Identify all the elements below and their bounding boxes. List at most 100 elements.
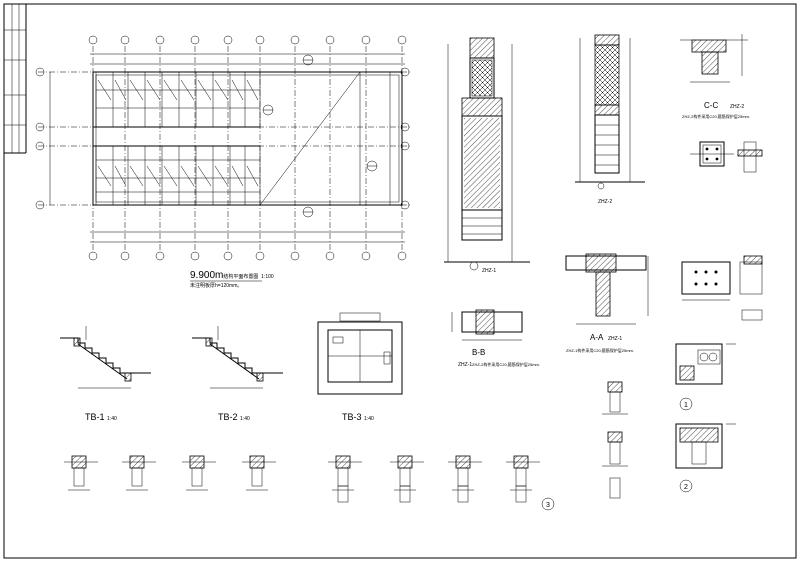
beam-section [73,337,81,347]
bb-sub: ZHZ-1 [458,362,472,368]
detail-1-marker [679,397,693,411]
beam-section [249,455,265,469]
axis-bubble-bottom [397,251,407,261]
axis-bubble-bottom [120,251,130,261]
axis-bubble-bottom [223,251,233,261]
bb-section [451,309,523,341]
beam-detail [448,455,482,503]
beam-section [189,455,205,469]
pier-section [399,485,411,503]
beam-detail [122,455,156,491]
axis-bubble-top [361,35,371,45]
axis-bubble-right [400,141,410,151]
axis-bubble-right [400,122,410,132]
stair-steps [77,338,127,374]
axis-bubble-top [155,35,165,45]
stair-sections [60,326,283,389]
aa-section [565,253,649,325]
detail-1-number: 1 [684,402,688,409]
column-section [73,467,85,487]
slab-mark [97,79,112,101]
beam-detail [506,455,540,503]
beam-section [335,455,351,469]
column-section [457,467,469,487]
cc-note: ZHZ-2构件采用C20,箍筋保护层25mm. [682,113,750,119]
column-section [337,467,349,487]
sheet-border [3,3,797,559]
axis-bubble-left [35,200,45,210]
slab-mark [231,165,244,187]
stair-title-2: TB-2 1:40 [218,412,250,422]
plan-inner-outline [95,74,400,203]
pier-section [337,485,349,503]
axis-bubble-bottom [88,251,98,261]
pier-section [457,485,469,503]
floor-plan [35,35,410,261]
slab-mark [197,165,212,187]
column-section [515,467,527,487]
axis-bubble-bottom [155,251,165,261]
zhz1-elevation [444,37,530,271]
zhz1-label: ZHZ-1 [482,268,496,274]
plan-title: 9.900m结构平面布置图 1:100 [190,270,274,281]
axis-bubble-right [400,200,410,210]
cc-sub: ZHZ-2 [730,104,744,110]
zhz2-elevation [575,34,645,190]
stair-title-1: TB-1 1:40 [85,412,117,422]
beam-section [397,455,413,469]
axis-bubble-top [120,35,130,45]
slab-mark [146,79,161,101]
detail-3-marker [541,497,555,511]
zhz2-label: ZHZ-2 [598,199,612,205]
bb-note: ZHZ-2构件采用C20,箍筋保护层25mm. [472,361,540,367]
aa-title: A-A [590,333,604,342]
detail-1 [675,343,736,385]
pier-section [515,485,527,503]
slab-mark [163,165,178,187]
beam-section [205,337,213,347]
plan-note: 未注明板厚h=120mm。 [190,282,242,289]
detail-2-marker [679,479,693,493]
slab-mark [146,165,161,187]
axis-bubble-top [223,35,233,45]
slab-mark [214,165,229,187]
column-section [191,467,203,487]
axis-bubble-top [255,35,265,45]
axis-bubble-top [325,35,335,45]
slab-mark [214,79,229,101]
column-detail-1 [690,141,763,173]
slab-mark [114,79,127,101]
beam-section [513,455,529,469]
beam-detail [64,455,98,491]
detail-2 [675,423,736,469]
aa-note: ZHZ-1构件采用C20,箍筋保护层25mm. [566,347,634,353]
slab-mark [129,165,144,187]
column-section [251,467,263,487]
plan-outline [92,71,403,206]
axis-bubble-bottom [325,251,335,261]
beam-detail [390,455,424,503]
beam-detail [328,455,362,503]
tb3-plan [317,312,403,395]
beam-section [455,455,471,469]
beam-section [124,372,132,382]
beam-detail [242,455,276,491]
cc-title: C-C [704,101,718,110]
axis-bubble-left [35,67,45,77]
axis-bubble-top [88,35,98,45]
beam-section [129,455,145,469]
axis-bubble-right [400,67,410,77]
axis-bubble-bottom [190,251,200,261]
slab-mark [129,79,144,101]
small-details-center [602,381,628,499]
axis-bubble-top [397,35,407,45]
axis-bubble-top [190,35,200,45]
beam-details [64,455,540,503]
slab-mark [180,165,195,187]
open-area-diagonal [259,71,361,206]
axis-bubble-bottom [361,251,371,261]
slab-mark [97,165,112,187]
axis-bubble-bottom [290,251,300,261]
bb-title: B-B [472,348,485,357]
